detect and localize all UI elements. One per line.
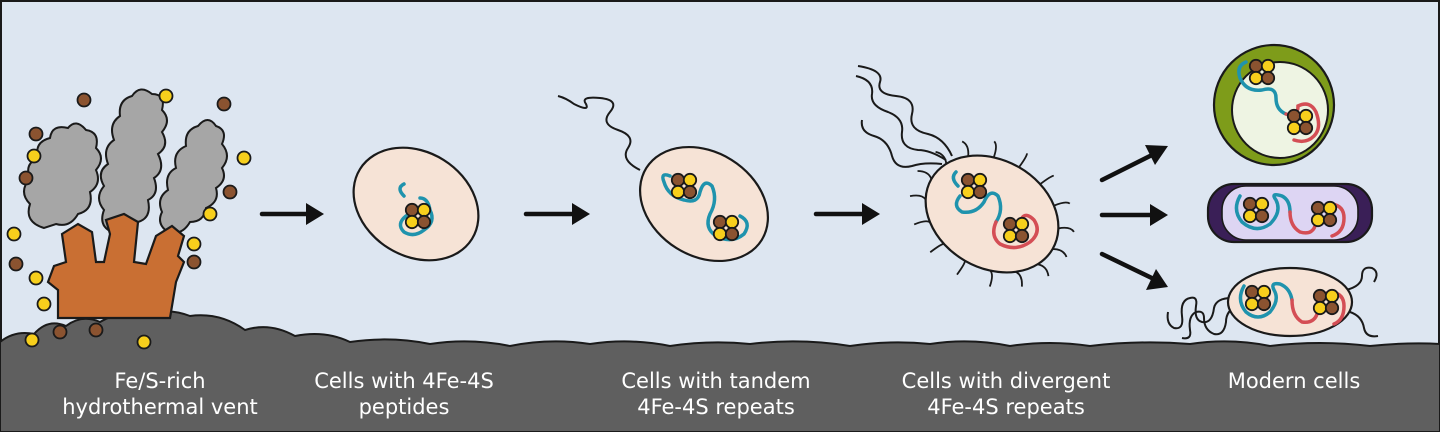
pilus [1053,201,1071,207]
arrow-to-modern-flagellate [1099,251,1168,290]
sulfur-particle [236,150,252,166]
label-modern: Modern cells [1227,369,1361,393]
arrow-vent-to-peptides [259,203,324,225]
cell-tandem [557,95,770,263]
iron-particle [28,126,44,142]
arrows [259,145,1168,290]
label-vent: Fe/S-rich hydrothermal vent [62,369,258,419]
flagellum-1 [857,65,953,157]
pilus [917,170,933,180]
iron-particle [8,256,24,272]
modern-cell-flagellated [1166,266,1379,340]
divergent-strand-red [992,213,1039,250]
label-tandem: Cells with tandem 4Fe-4S repeats [621,369,811,419]
iron-particle [88,322,104,338]
peptide-strand [398,182,434,237]
iron-particle [52,324,68,340]
iron-particle [216,96,232,112]
flagellum-3 [860,119,943,168]
pilus [992,140,997,158]
vent-chimney [46,212,186,320]
arrow-peptides-to-tandem [523,203,590,225]
cell-peptides [352,146,480,262]
sulfur-particle [158,88,174,104]
arrow-to-modern-purple [1099,204,1168,226]
flagellum [557,95,641,171]
sulfur-particle [28,270,44,286]
label-divergent: Cells with divergent 4Fe-4S repeats [901,369,1111,419]
pilus [1018,153,1028,168]
modern-cell-capsule [1206,182,1374,244]
iron-particle [18,170,34,186]
sulfur-particle [136,334,152,350]
arrow-to-modern-green [1099,145,1168,183]
sulfur-particle [6,226,22,242]
iron-particle [186,254,202,270]
sulfur-particle [24,332,40,348]
sulfur-particle [202,206,218,222]
hydrothermal-vent [6,88,252,350]
arrow-tandem-to-divergent [813,203,880,225]
sulfur-particle [36,296,52,312]
pilus [935,151,948,164]
flagellum-2 [855,75,947,161]
sulfur-particle [26,148,42,164]
pilus [1052,248,1068,258]
vent-particles [6,88,252,350]
label-peptides: Cells with 4Fe-4S peptides [314,369,494,419]
sulfur-particle [186,236,202,252]
modern-cell-walled [1212,43,1336,167]
iron-particle [76,92,92,108]
smoke-plume-center [98,88,168,234]
pilus [1039,174,1054,185]
iron-particle [222,184,238,200]
pilus [961,140,970,157]
divergent-strand-blue [951,170,1003,224]
cell-divergent [855,65,1075,287]
pilus [1058,226,1075,233]
